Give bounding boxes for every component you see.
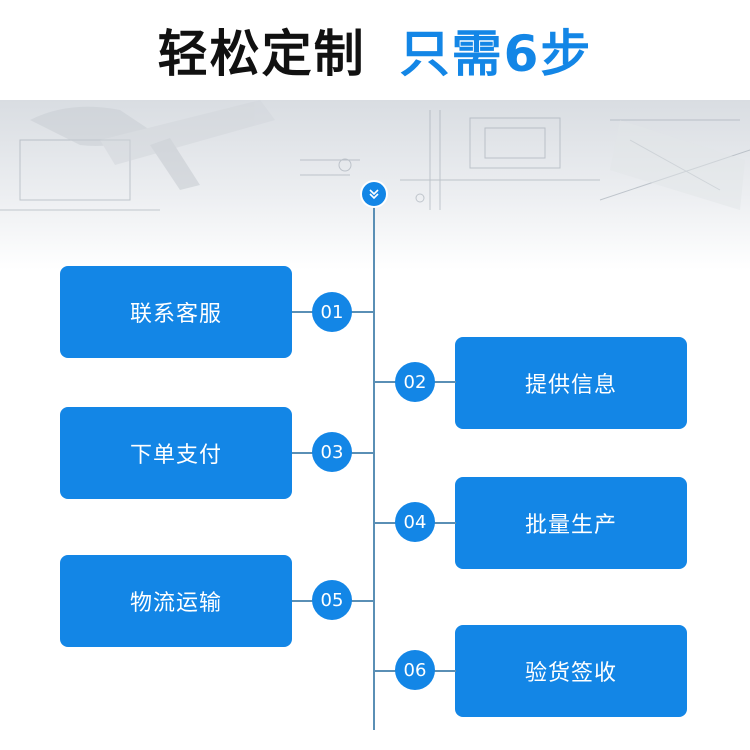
step-number-06: 06	[395, 650, 435, 690]
step-box-03: 下单支付	[60, 407, 292, 499]
step-number-05: 05	[312, 580, 352, 620]
blueprint-background	[0, 100, 750, 270]
chevron-double-down-icon	[369, 189, 379, 200]
step-number-03: 03	[312, 432, 352, 472]
timeline-line	[373, 205, 375, 730]
title-main: 轻松定制	[157, 25, 366, 83]
step-box-04: 批量生产	[455, 477, 687, 569]
step-box-01: 联系客服	[60, 266, 292, 358]
step-number-02: 02	[395, 362, 435, 402]
page-title: 轻松定制 只需6步	[0, 0, 750, 100]
step-box-05: 物流运输	[60, 555, 292, 647]
step-number-04: 04	[395, 502, 435, 542]
step-box-02: 提供信息	[455, 337, 687, 429]
step-box-06: 验货签收	[455, 625, 687, 717]
step-number-01: 01	[312, 292, 352, 332]
timeline-top-badge	[362, 182, 386, 206]
title-highlight: 只需6步	[399, 25, 593, 83]
